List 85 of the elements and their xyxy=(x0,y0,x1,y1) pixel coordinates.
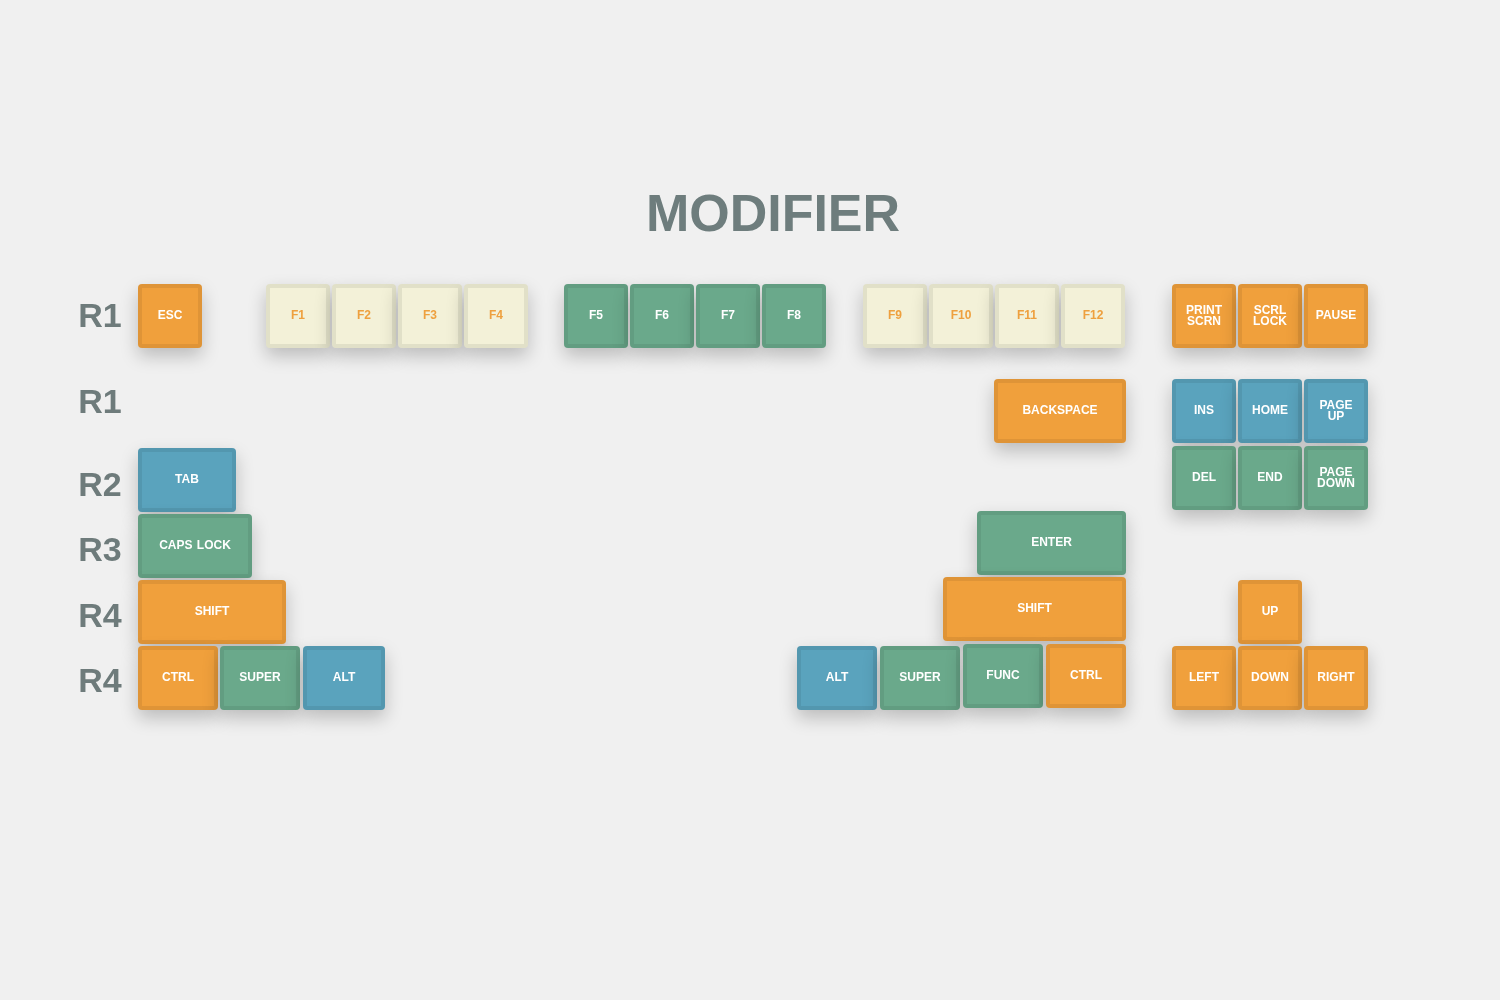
key-label: PAUSE xyxy=(1314,310,1358,322)
key-label: F1 xyxy=(290,310,306,322)
key-label: SUPER xyxy=(238,672,282,684)
keycap xyxy=(1172,379,1236,443)
title: MODIFIER xyxy=(645,183,901,243)
keycap xyxy=(398,284,462,348)
key-label: F5 xyxy=(588,310,604,322)
keycap xyxy=(464,284,528,348)
keycap xyxy=(995,284,1059,348)
key-label: SHIFT xyxy=(193,606,231,618)
key-label: PAGE UP xyxy=(1318,399,1354,423)
key-label: ALT xyxy=(824,672,850,684)
key-label: CTRL xyxy=(161,672,195,684)
key-label: ESC xyxy=(156,310,184,322)
key-label: F4 xyxy=(488,310,504,322)
key-label: F8 xyxy=(786,310,802,322)
key-label: FUNC xyxy=(985,670,1021,682)
key-label: F6 xyxy=(654,310,670,322)
keycap xyxy=(1304,446,1368,510)
key-label: SCRL LOCK xyxy=(1252,304,1288,328)
keycap xyxy=(1046,644,1126,708)
keycap xyxy=(303,646,385,710)
keycap xyxy=(1238,284,1302,348)
key-label: TAB xyxy=(174,474,200,486)
key-label: CAPS LOCK xyxy=(158,540,232,552)
row-label: R4 xyxy=(77,596,123,635)
key-label: SHIFT xyxy=(1016,603,1053,615)
keycap xyxy=(630,284,694,348)
keycap xyxy=(1238,646,1302,710)
keycap xyxy=(332,284,396,348)
key-label: UP xyxy=(1260,606,1280,618)
keycap xyxy=(1061,284,1125,348)
keycap xyxy=(138,284,202,348)
row-label: R1 xyxy=(77,382,123,421)
keycap xyxy=(943,577,1126,641)
row-label: R4 xyxy=(77,661,123,700)
row-label: R1 xyxy=(77,296,123,335)
key-label: F9 xyxy=(887,310,903,322)
key-label: SUPER xyxy=(898,672,942,684)
keycap xyxy=(266,284,330,348)
keycap xyxy=(1304,379,1368,443)
key-label: F3 xyxy=(422,310,438,322)
key-label: F10 xyxy=(949,310,973,322)
keycap xyxy=(220,646,300,710)
row-label: R2 xyxy=(77,465,123,504)
key-label: F11 xyxy=(1016,310,1038,322)
key-label: PRINT SCRN xyxy=(1185,304,1223,328)
keycap xyxy=(138,646,218,710)
keycap xyxy=(138,448,236,512)
keycap xyxy=(1238,580,1302,644)
keycap xyxy=(1304,284,1368,348)
key-label: ENTER xyxy=(1030,537,1073,549)
keycap xyxy=(138,514,252,578)
keycap xyxy=(762,284,826,348)
keycap xyxy=(564,284,628,348)
row-label: R3 xyxy=(77,530,123,569)
keycap xyxy=(1238,446,1302,510)
key-label: DEL xyxy=(1191,472,1217,484)
keycap xyxy=(1172,446,1236,510)
keycap xyxy=(929,284,993,348)
key-label: DOWN xyxy=(1250,672,1290,684)
key-label: F2 xyxy=(356,310,372,322)
keycap xyxy=(1172,284,1236,348)
key-label: F7 xyxy=(720,310,736,322)
key-label: BACKSPACE xyxy=(1021,405,1099,417)
keycap xyxy=(880,646,960,710)
key-label: ALT xyxy=(331,672,357,684)
key-label: HOME xyxy=(1251,405,1289,417)
key-label: F12 xyxy=(1081,310,1105,322)
keycap xyxy=(963,644,1043,708)
keycap xyxy=(696,284,760,348)
key-label: LEFT xyxy=(1188,672,1220,684)
keycap xyxy=(797,646,877,710)
key-label: PAGE DOWN xyxy=(1316,466,1356,490)
key-label: INS xyxy=(1193,405,1215,417)
key-label: END xyxy=(1256,472,1284,484)
key-label: CTRL xyxy=(1069,670,1103,682)
keycap xyxy=(138,580,286,644)
keycap xyxy=(1172,646,1236,710)
key-label: RIGHT xyxy=(1316,672,1356,684)
keycap xyxy=(1304,646,1368,710)
keycap xyxy=(994,379,1126,443)
keycap xyxy=(863,284,927,348)
keycap xyxy=(977,511,1126,575)
keycap xyxy=(1238,379,1302,443)
